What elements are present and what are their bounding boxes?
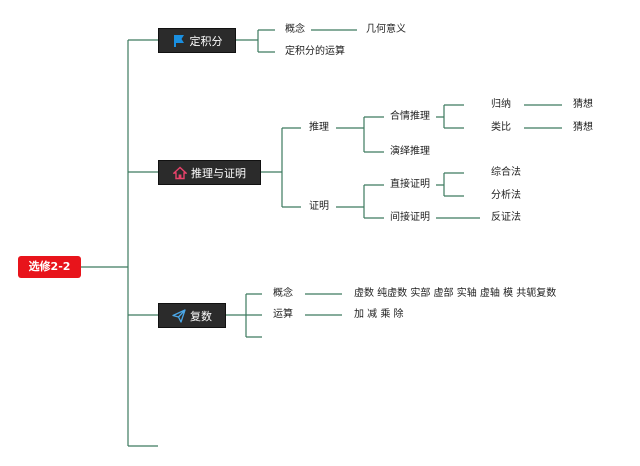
node-operations[interactable]: 运算 bbox=[273, 309, 293, 320]
node-integral-operation[interactable]: 定积分的运算 bbox=[285, 46, 345, 57]
node-analogy[interactable]: 类比 bbox=[491, 122, 511, 133]
node-reasoning[interactable]: 推理 bbox=[309, 122, 329, 133]
node-analysis-method[interactable]: 分析法 bbox=[491, 190, 521, 201]
node-geometric-meaning[interactable]: 几何意义 bbox=[366, 24, 406, 35]
node-indirect-proof[interactable]: 间接证明 bbox=[390, 212, 430, 223]
node-arithmetic-ops[interactable]: 加 减 乘 除 bbox=[354, 309, 404, 320]
topic-label: 推理与证明 bbox=[191, 166, 246, 180]
node-synthesis-method[interactable]: 综合法 bbox=[491, 167, 521, 178]
home-icon bbox=[173, 166, 187, 179]
topic-label: 定积分 bbox=[189, 34, 223, 48]
node-concept[interactable]: 概念 bbox=[285, 24, 305, 35]
topic-definite-integral[interactable]: 定积分 bbox=[158, 28, 236, 53]
node-plausible-reasoning[interactable]: 合情推理 bbox=[390, 111, 430, 122]
flag-icon bbox=[173, 34, 184, 47]
topic-label: 复数 bbox=[190, 309, 212, 323]
node-concept[interactable]: 概念 bbox=[273, 288, 293, 299]
send-icon bbox=[172, 308, 186, 323]
node-direct-proof[interactable]: 直接证明 bbox=[390, 179, 430, 190]
root-node[interactable]: 选修2-2 bbox=[18, 256, 81, 278]
node-induction[interactable]: 归纳 bbox=[491, 99, 511, 110]
topic-reasoning-proof[interactable]: 推理与证明 bbox=[158, 160, 261, 185]
node-conjecture[interactable]: 猜想 bbox=[573, 122, 593, 133]
node-proof[interactable]: 证明 bbox=[309, 201, 329, 212]
node-deductive-reasoning[interactable]: 演绎推理 bbox=[390, 146, 430, 157]
node-conjecture[interactable]: 猜想 bbox=[573, 99, 593, 110]
node-concept-terms[interactable]: 虚数 纯虚数 实部 虚部 实轴 虚轴 模 共轭复数 bbox=[354, 288, 557, 299]
topic-complex-numbers[interactable]: 复数 bbox=[158, 303, 226, 328]
node-contradiction[interactable]: 反证法 bbox=[491, 212, 521, 223]
